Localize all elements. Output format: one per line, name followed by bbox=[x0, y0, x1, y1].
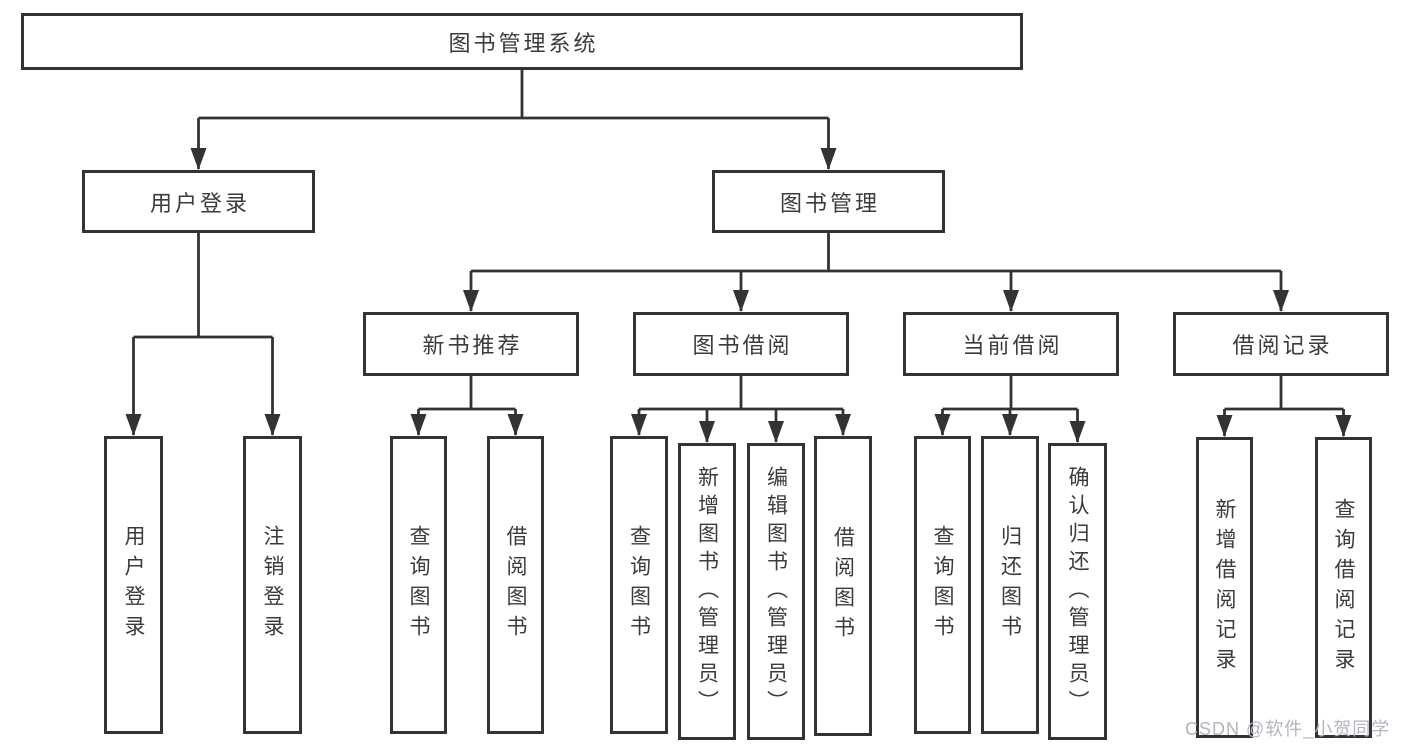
node-borrow-records-label: 借阅记录 bbox=[1232, 333, 1333, 358]
node-leaf-query-books-borrow: 查询图书 bbox=[610, 436, 668, 734]
node-leaf-edit-book-admin: 编辑图书（管理员） bbox=[747, 443, 805, 740]
node-leaf-user-login: 用户登录 bbox=[104, 436, 163, 734]
node-leaf-add-book-admin-label: 新增图书（管理员） bbox=[695, 465, 719, 718]
node-book-management: 图书管理 bbox=[712, 170, 945, 233]
connector-new-book-trunk bbox=[418, 376, 516, 411]
connector-book-borrow-trunk bbox=[639, 376, 843, 411]
node-leaf-query-borrow-record: 查询借阅记录 bbox=[1315, 437, 1372, 738]
node-leaf-confirm-return-admin-label: 确认归还（管理员） bbox=[1066, 465, 1089, 718]
connector-borrow-records-trunk bbox=[1224, 376, 1344, 411]
node-leaf-borrow-books-label: 借阅图书 bbox=[831, 526, 855, 646]
node-leaf-add-book-admin: 新增图书（管理员） bbox=[678, 443, 736, 740]
node-leaf-query-books-current-label: 查询图书 bbox=[931, 525, 954, 645]
node-borrow-records: 借阅记录 bbox=[1173, 312, 1389, 376]
node-leaf-add-borrow-record: 新增借阅记录 bbox=[1196, 437, 1253, 738]
node-book-management-label: 图书管理 bbox=[779, 190, 880, 216]
connector-book-management-trunk bbox=[471, 233, 1281, 273]
node-leaf-return-book-label: 归还图书 bbox=[998, 525, 1022, 645]
connector-root-trunk bbox=[198, 70, 829, 120]
connector-current-borrow-trunk bbox=[942, 376, 1078, 411]
node-current-borrow-label: 当前借阅 bbox=[962, 333, 1063, 358]
node-leaf-borrow-books-recommend-label: 借阅图书 bbox=[504, 525, 527, 645]
node-library-system: 图书管理系统 bbox=[21, 13, 1023, 70]
node-leaf-query-books-recommend: 查询图书 bbox=[390, 436, 447, 734]
node-leaf-edit-book-admin-label: 编辑图书（管理员） bbox=[764, 465, 788, 718]
node-library-system-label: 图书管理系统 bbox=[448, 30, 599, 56]
csdn-watermark: CSDN @软件_小贺同学 bbox=[1185, 719, 1391, 739]
node-new-book-recommend-label: 新书推荐 bbox=[422, 333, 523, 358]
node-leaf-query-books-recommend-label: 查询图书 bbox=[407, 525, 430, 645]
node-leaf-query-borrow-record-label: 查询借阅记录 bbox=[1332, 497, 1355, 678]
node-leaf-logout: 注销登录 bbox=[243, 436, 302, 734]
node-book-borrow-label: 图书借阅 bbox=[692, 333, 793, 358]
node-leaf-return-book: 归还图书 bbox=[981, 436, 1039, 734]
node-leaf-query-books-current: 查询图书 bbox=[914, 436, 971, 734]
node-leaf-user-login-label: 用户登录 bbox=[122, 525, 145, 645]
node-leaf-query-books-borrow-label: 查询图书 bbox=[627, 525, 651, 645]
node-user-login: 用户登录 bbox=[82, 170, 315, 233]
node-leaf-logout-label: 注销登录 bbox=[261, 525, 284, 645]
node-leaf-borrow-books-recommend: 借阅图书 bbox=[487, 436, 544, 734]
node-leaf-add-borrow-record-label: 新增借阅记录 bbox=[1213, 497, 1236, 678]
node-user-login-label: 用户登录 bbox=[149, 190, 250, 216]
node-book-borrow: 图书借阅 bbox=[633, 312, 849, 376]
node-current-borrow: 当前借阅 bbox=[903, 312, 1119, 376]
node-leaf-confirm-return-admin: 确认归还（管理员） bbox=[1048, 443, 1107, 740]
node-leaf-borrow-books: 借阅图书 bbox=[814, 436, 872, 736]
node-new-book-recommend: 新书推荐 bbox=[363, 312, 579, 376]
connector-user-login-trunk bbox=[133, 233, 273, 339]
